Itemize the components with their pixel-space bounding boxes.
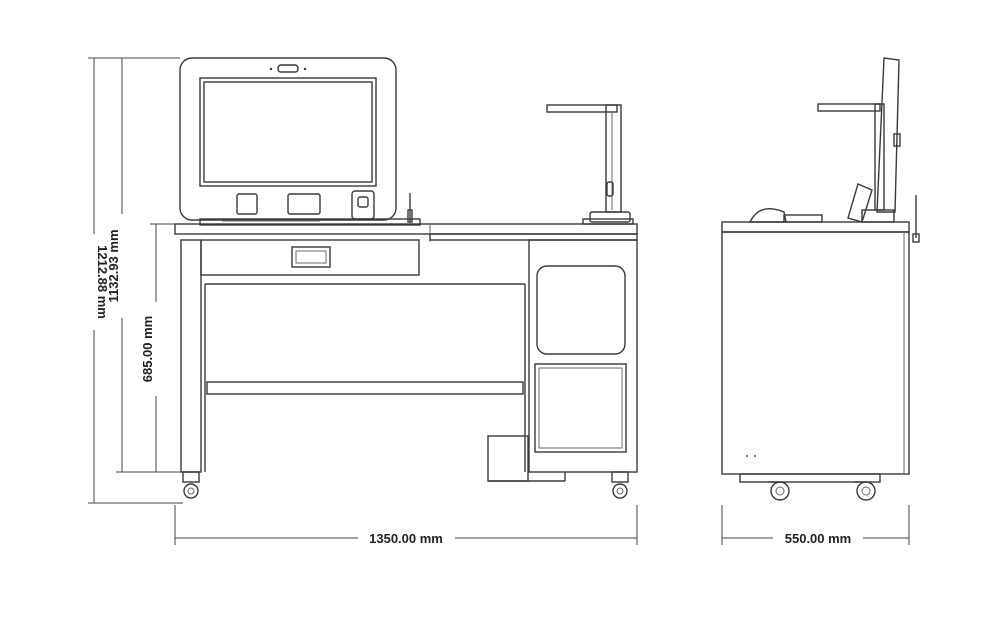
side-caster-left (768, 481, 790, 501)
desk-height-dimension: 685.00 mm (140, 316, 155, 383)
monitor (179, 57, 421, 226)
desk-top (174, 223, 638, 235)
camera-icon (277, 64, 299, 73)
scanner-slot-icon (287, 193, 321, 215)
side-monitor (876, 57, 900, 213)
side-camera-arm (817, 103, 881, 112)
caster-left (182, 471, 200, 499)
fingerprint-reader-icon (351, 190, 375, 220)
keyboard (199, 218, 421, 226)
cabinet-door (534, 363, 627, 453)
width-dimension: 1350.00 mm (369, 531, 443, 546)
card-reader-icon (236, 193, 258, 215)
drawer (200, 239, 420, 276)
drawer-display (291, 246, 331, 268)
side-body (721, 231, 910, 475)
cabinet-window (536, 265, 626, 355)
document-camera (546, 104, 634, 225)
front-view (174, 57, 638, 499)
depth-dimension: 550.00 mm (785, 531, 852, 546)
monitor-height-dimension: 1132.93 mm (106, 229, 121, 302)
side-view (721, 57, 920, 501)
total-height-dimension: 1212.88 mm (95, 245, 110, 319)
caster-right (611, 471, 629, 499)
cabinet (528, 239, 638, 473)
side-mouse (748, 208, 787, 223)
side-desk-top (721, 221, 910, 233)
dimension-lines (88, 57, 910, 545)
side-caster-right (854, 481, 876, 501)
